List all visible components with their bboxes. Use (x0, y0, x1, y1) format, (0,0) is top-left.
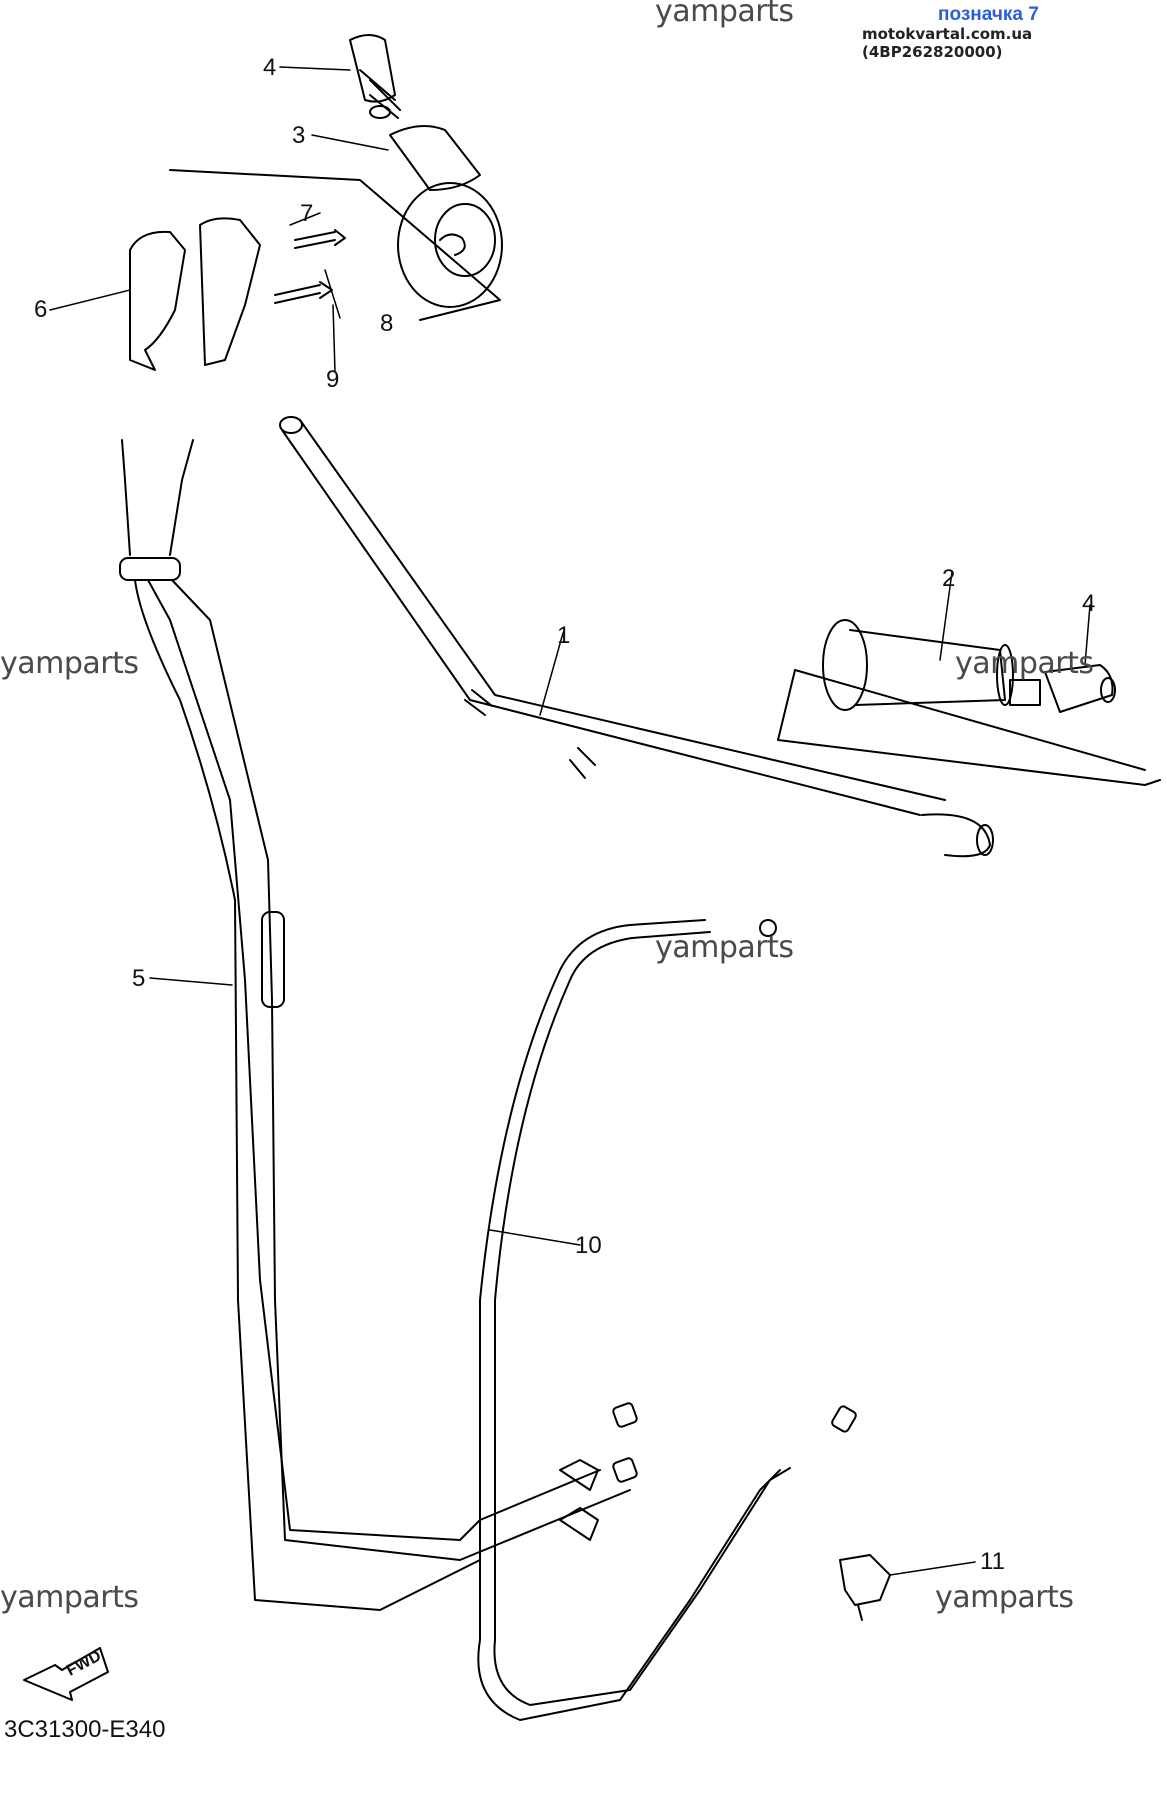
handlebar (279, 416, 994, 858)
callout-8: 8 (380, 310, 394, 337)
leader-lines (49, 66, 1091, 1576)
callout-4: 4 (263, 54, 277, 81)
callout-9: 9 (326, 366, 340, 393)
clutch-cable (477, 919, 857, 1721)
cable-holder (839, 1554, 891, 1621)
callout-4: 4 (1082, 590, 1096, 617)
fwd-arrow-icon (23, 1647, 109, 1701)
bookmark-link[interactable]: позначка 7 (938, 4, 1039, 25)
watermark: yamparts (935, 1580, 1074, 1615)
watermark: yamparts (655, 930, 794, 965)
callout-7: 7 (300, 200, 314, 227)
callout-2: 2 (942, 565, 956, 592)
callout-11: 11 (980, 1548, 1005, 1575)
throttle-grip-assembly (129, 34, 503, 371)
watermark: yamparts (655, 0, 794, 29)
diagram-code: 3C31300-E340 (4, 1716, 166, 1743)
callout-1: 1 (557, 622, 571, 649)
callout-3: 3 (292, 122, 306, 149)
watermark: yamparts (0, 1580, 139, 1615)
watermark: yamparts (0, 646, 139, 681)
callout-10: 10 (575, 1232, 602, 1259)
watermark: yamparts (955, 646, 1094, 681)
left-grip-assembly (777, 619, 1161, 786)
callout-6: 6 (34, 296, 48, 323)
throttle-cables (119, 439, 638, 1611)
source-reference: motokvartal.com.ua (4BP262820000) (862, 25, 1033, 61)
callout-5: 5 (132, 965, 146, 992)
